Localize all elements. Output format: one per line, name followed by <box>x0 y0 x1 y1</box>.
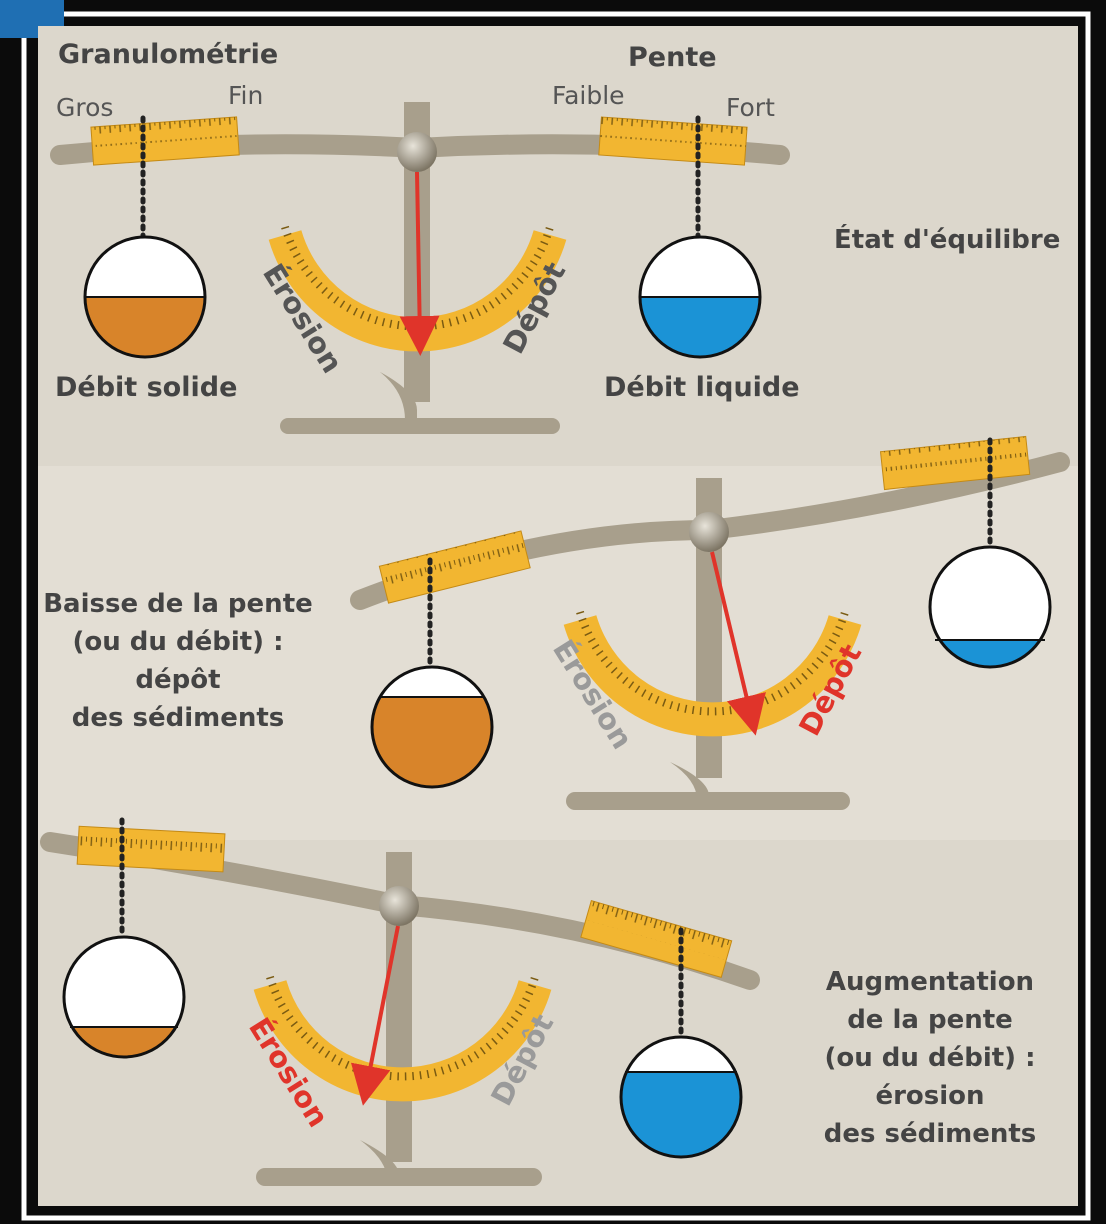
bottom-caption-line: de la pente <box>847 1005 1013 1035</box>
slope-high-label: Fort <box>726 93 775 122</box>
bottom-caption: Augmentation de la pente (ou du débit) :… <box>824 967 1037 1149</box>
middle-caption-line: Baisse de la pente <box>43 589 313 619</box>
granulometry-title: Granulométrie <box>58 39 278 70</box>
granulometry-fine-label: Fin <box>228 81 263 110</box>
bottom-caption-line: (ou du débit) : <box>824 1043 1035 1073</box>
bottom-caption-line: Augmentation <box>826 967 1034 997</box>
solid-flow-label: Débit solide <box>55 372 237 403</box>
liquid-flow-label: Débit liquide <box>604 372 800 403</box>
middle-caption-line: dépôt <box>135 665 220 695</box>
middle-caption-line: (ou du débit) : <box>72 627 283 657</box>
slope-title: Pente <box>628 42 717 73</box>
slope-low-label: Faible <box>552 81 625 110</box>
equilibrium-label: État d'équilibre <box>834 223 1060 255</box>
bottom-caption-line: des sédiments <box>824 1119 1037 1149</box>
granulometry-coarse-label: Gros <box>56 93 113 122</box>
middle-caption-line: des sédiments <box>72 703 285 733</box>
bottom-caption-line: érosion <box>875 1081 984 1111</box>
